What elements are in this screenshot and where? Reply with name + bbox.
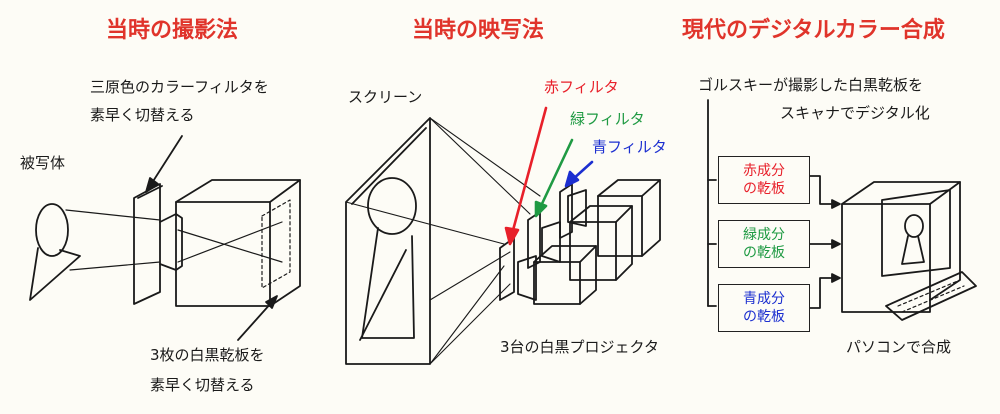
pc-screen-silhouette xyxy=(901,214,925,265)
green-filter-label: 緑フィルタ xyxy=(570,110,645,128)
subject-silhouette-screen xyxy=(359,177,417,341)
pc-keyboard xyxy=(885,271,977,321)
projector-2 xyxy=(569,205,633,281)
blue-filter-arrow xyxy=(564,160,594,188)
arrow-to-plate xyxy=(237,295,278,341)
filter-green-plate xyxy=(527,211,541,269)
camera-body xyxy=(175,179,301,307)
red-plate-box: 赤成分 の乾板 xyxy=(718,156,810,204)
filter-label-line1: 三原色のカラーフィルタを xyxy=(90,78,269,96)
red-plate-box-line1: 赤成分 xyxy=(743,163,785,179)
projector-label: 3台の白黒プロジェクタ xyxy=(500,338,659,356)
plate-label-line1: 3枚の白黒乾板を xyxy=(150,346,265,364)
camera-lens xyxy=(159,213,183,271)
channel-arrows xyxy=(809,175,841,309)
pc-monitor xyxy=(841,181,961,313)
right-panel-title: 現代のデジタルカラー合成 xyxy=(682,18,945,43)
green-plate-box: 緑成分 の乾板 xyxy=(718,220,810,268)
filter-blue-plate xyxy=(559,183,573,239)
blue-plate-box-line2: の乾板 xyxy=(743,309,785,325)
scan-bracket xyxy=(707,99,717,307)
projection-screen xyxy=(345,117,431,365)
arrow-to-filter xyxy=(145,135,183,193)
subject-silhouette-left xyxy=(29,203,81,301)
color-filter-plate xyxy=(133,183,163,305)
green-plate-box-line1: 緑成分 xyxy=(743,227,785,243)
blue-plate-box: 青成分 の乾板 xyxy=(718,284,810,332)
screen-label: スクリーン xyxy=(348,88,423,106)
middle-panel-title: 当時の映写法 xyxy=(412,18,545,43)
left-panel-title: 当時の撮影法 xyxy=(106,18,239,43)
scan-label-line1: ゴルスキーが撮影した白黒乾板を xyxy=(698,76,924,94)
red-filter-arrow xyxy=(504,106,548,246)
red-plate-box-line2: の乾板 xyxy=(743,181,785,197)
blue-plate-box-line1: 青成分 xyxy=(743,291,785,307)
projection-rays xyxy=(345,117,541,365)
subject-label: 被写体 xyxy=(20,154,66,172)
projector-3 xyxy=(597,179,661,257)
filter-label-line2: 素早く切替える xyxy=(90,106,195,124)
green-filter-arrow xyxy=(534,138,574,218)
projector-lenses xyxy=(517,189,587,301)
plate-label-line2: 素早く切替える xyxy=(150,376,255,394)
projector-1 xyxy=(533,245,597,305)
light-rays-left xyxy=(65,209,283,271)
dry-plate-in-camera xyxy=(261,199,291,289)
blue-filter-label: 青フィルタ xyxy=(592,138,667,156)
red-filter-label: 赤フィルタ xyxy=(544,78,619,96)
scan-label-line2: スキャナでデジタル化 xyxy=(780,104,930,122)
pc-label: パソコンで合成 xyxy=(846,338,952,356)
green-plate-box-line2: の乾板 xyxy=(743,245,785,261)
